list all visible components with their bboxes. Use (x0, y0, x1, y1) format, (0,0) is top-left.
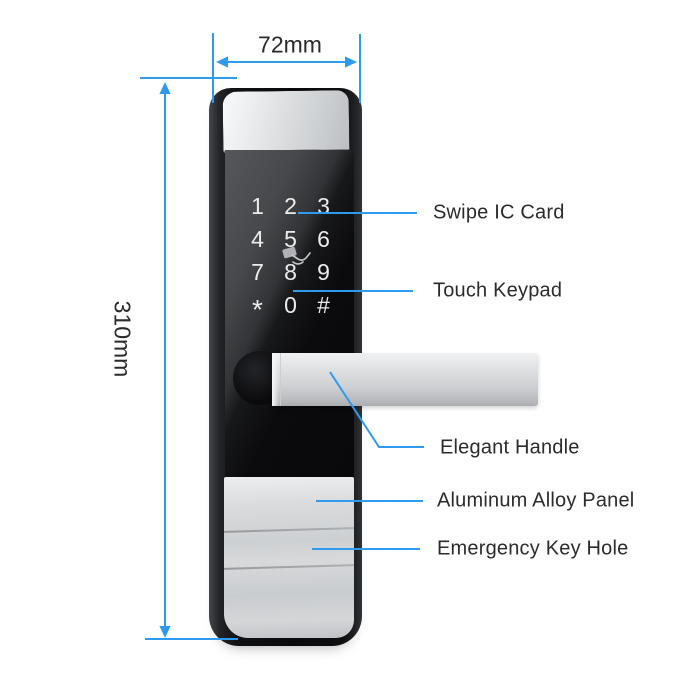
label-aluminum-alloy-panel: Aluminum Alloy Panel (437, 489, 635, 512)
keypad-key: # (317, 292, 330, 318)
label-swipe-ic-card: Swipe IC Card (433, 201, 565, 224)
label-touch-keypad: Touch Keypad (433, 279, 563, 302)
arrowhead-left (216, 56, 228, 68)
keypad-key: 0 (284, 292, 297, 318)
keypad-key: 7 (251, 259, 264, 285)
aluminum-panel (224, 477, 354, 638)
keypad-key: 9 (317, 259, 330, 285)
keypad-key: 1 (251, 193, 264, 219)
label-emergency-key-hole: Emergency Key Hole (437, 537, 629, 560)
card-swipe-icon (282, 246, 311, 265)
keypad-key: 4 (251, 226, 264, 252)
height-dimension-label: 310mm (109, 300, 136, 378)
arrowhead-down (159, 626, 171, 638)
keypad-key: 2 (284, 193, 297, 219)
lock-top-cap (222, 90, 350, 153)
width-dimension-label: 72mm (258, 31, 322, 58)
keypad-key: 8 (284, 259, 297, 285)
panel-divider (224, 527, 354, 533)
keypad-key: * (252, 293, 263, 325)
keypad-key: 3 (317, 193, 330, 219)
arrowhead-up (159, 82, 171, 94)
keypad-key: 6 (317, 226, 330, 252)
emergency-keyhole-strip (224, 564, 354, 570)
touch-keypad: 1 2 3 4 5 6 7 8 9 * 0 # (241, 190, 340, 325)
label-elegant-handle: Elegant Handle (440, 436, 580, 459)
keypad-key: 5 (284, 226, 297, 252)
arrowhead-right (345, 56, 357, 68)
door-handle (272, 353, 538, 406)
